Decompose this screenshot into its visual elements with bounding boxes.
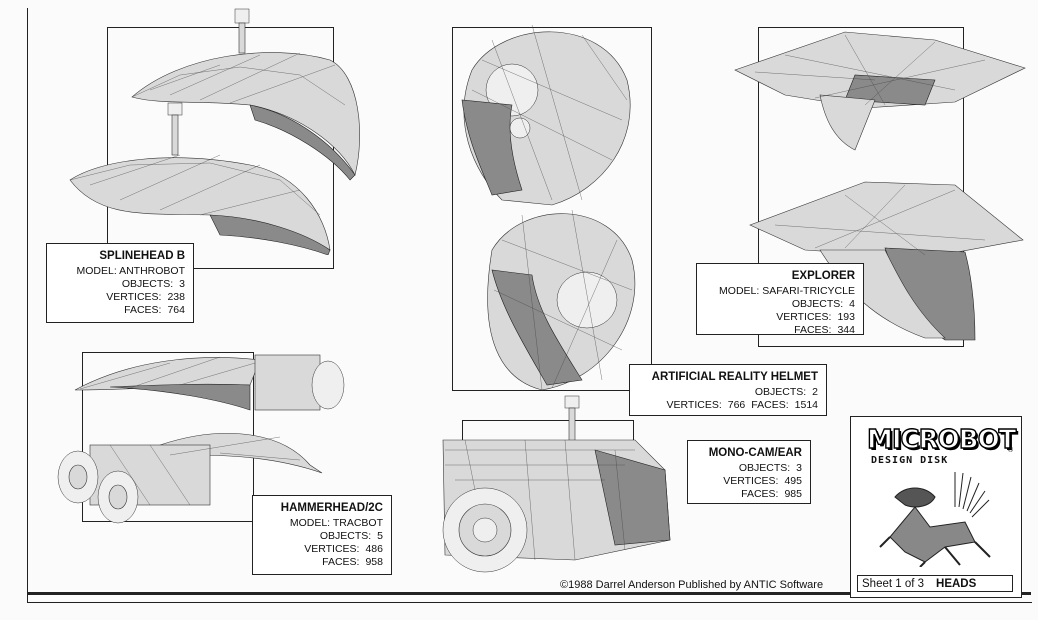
vertices-label: VERTICES: <box>776 311 832 323</box>
helmet-objects-row: OBJECTS: 2 <box>638 386 818 399</box>
monocam-objects-row: OBJECTS: 3 <box>696 462 802 475</box>
objects-label: OBJECTS: <box>319 530 372 542</box>
objects-value: 5 <box>377 530 383 542</box>
explorer-title: EXPLORER <box>791 270 855 282</box>
splinehead-objects-row: OBJECTS: 3 <box>55 278 185 291</box>
monocam-label: MONO-CAM/EAR OBJECTS: 3 VERTICES: 495 FACE… <box>687 440 811 504</box>
vertices-value: 495 <box>784 475 802 487</box>
sheet-number: Sheet 1 of 3 <box>862 578 925 590</box>
vertices-label: VERTICES: <box>723 475 779 487</box>
hammerhead-model: MODEL: TRACBOT <box>289 517 383 529</box>
faces-value: 764 <box>167 304 185 316</box>
objects-label: OBJECTS: <box>791 298 844 310</box>
objects-label: OBJECTS: <box>121 278 174 290</box>
objects-value: 4 <box>849 298 855 310</box>
objects-value: 3 <box>179 278 185 290</box>
helmet-vf-row: VERTICES: 766 FACES: 1514 <box>638 399 819 412</box>
vertices-value: 486 <box>365 543 383 555</box>
splinehead-label: SPLINEHEAD B MODEL: ANTHROBOT OBJECTS:3 … <box>46 243 194 323</box>
splinehead-frame <box>107 27 334 269</box>
faces-value: 344 <box>837 324 855 336</box>
faces-value: 985 <box>784 488 802 500</box>
monocam-vertices-row: VERTICES: 495 <box>696 475 802 488</box>
faces-value: 958 <box>365 556 383 568</box>
monocam-faces-row: FACES: 985 <box>696 488 802 501</box>
objects-label: OBJECTS: <box>738 462 791 474</box>
bottom-rule <box>27 592 1031 595</box>
explorer-frame <box>758 27 964 347</box>
faces-label: FACES: <box>751 399 789 411</box>
explorer-objects-row: OBJECTS: 4 <box>705 298 855 311</box>
explorer-faces-row: FACES: 344 <box>705 324 855 337</box>
vertices-value: 238 <box>167 291 185 303</box>
helmet-frame <box>452 27 652 391</box>
explorer-label: EXPLORER MODEL: SAFARI-TRICYCLE OBJECTS:… <box>696 263 864 337</box>
helmet-render <box>461 24 636 391</box>
explorer-render <box>734 31 1026 341</box>
helmet-label: ARTIFICIAL REALITY HELMET OBJECTS: 2 VERT… <box>629 364 827 416</box>
monocam-title: MONO-CAM/EAR <box>708 447 802 459</box>
registered-mark: ® <box>1007 447 1013 454</box>
splinehead-model: MODEL: ANTHROBOT <box>76 265 185 277</box>
monocam-render <box>442 395 671 573</box>
page-frame <box>27 8 1032 603</box>
microbot-logo-panel: MICROBOT ® DESIGN DISK Sheet 1 of 3 HEAD… <box>850 416 1022 598</box>
explorer-vertices-row: VERTICES: 193 <box>705 311 855 324</box>
hammerhead-objects-row: OBJECTS: 5 <box>261 530 383 543</box>
helmet-title: ARTIFICIAL REALITY HELMET <box>651 371 818 383</box>
objects-value: 3 <box>796 462 802 474</box>
hammerhead-render <box>57 354 345 524</box>
vertices-value: 193 <box>837 311 855 323</box>
vertices-value: 766 <box>727 399 746 411</box>
robot-illustration-icon <box>879 472 991 567</box>
splinehead-vertices-row: VERTICES: 238 <box>55 291 185 304</box>
brand-subtitle: DESIGN DISK <box>871 455 949 466</box>
faces-label: FACES: <box>794 324 832 336</box>
sheet-info: Sheet 1 of 3 HEADS <box>857 575 1013 592</box>
faces-label: FACES: <box>741 488 779 500</box>
objects-label: OBJECTS: <box>754 386 807 398</box>
hammerhead-vertices-row: VERTICES: 486 <box>261 543 383 556</box>
explorer-model: MODEL: SAFARI-TRICYCLE <box>719 285 855 297</box>
faces-label: FACES: <box>322 556 360 568</box>
vertices-label: VERTICES: <box>666 399 722 411</box>
vertices-label: VERTICES: <box>304 543 360 555</box>
faces-label: FACES: <box>124 304 162 316</box>
hammerhead-label: HAMMERHEAD/2C MODEL: TRACBOT OBJECTS: 5 V… <box>252 495 392 575</box>
sheet-section: HEADS <box>936 578 977 590</box>
objects-value: 2 <box>812 386 818 398</box>
hammerhead-faces-row: FACES: 958 <box>261 556 383 569</box>
splinehead-faces-row: FACES: 764 <box>55 304 185 317</box>
vertices-label: VERTICES: <box>106 291 162 303</box>
copyright-credit: ©1988 Darrel Anderson Published by ANTIC… <box>560 579 824 591</box>
hammerhead-title: HAMMERHEAD/2C <box>280 502 383 514</box>
splinehead-render <box>69 8 360 255</box>
brand-logo: MICROBOT <box>866 424 1017 455</box>
splinehead-title: SPLINEHEAD B <box>99 250 185 262</box>
faces-value: 1514 <box>794 399 818 411</box>
